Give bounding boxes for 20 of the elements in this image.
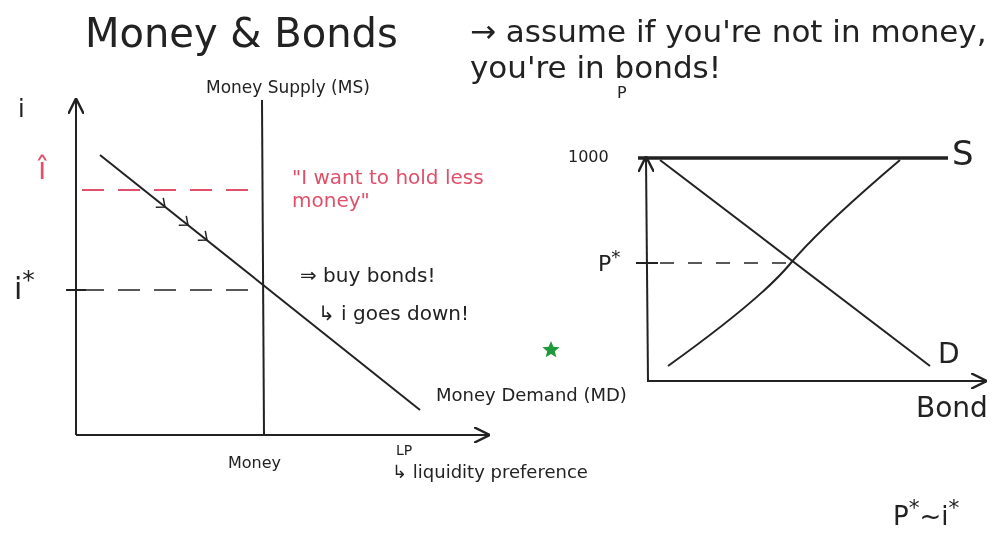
curve-label: Money Supply (MS) (206, 78, 370, 98)
note: "I want to hold less money" (292, 166, 485, 212)
rate-label: i$^{*}$ (14, 266, 35, 307)
curve-label: S (952, 134, 974, 174)
formula: P$^{*}$~i$^{*}$ (893, 496, 960, 532)
tick-label: 1000 (568, 148, 609, 167)
tick-label: P$^{*}$ (598, 246, 621, 277)
rate-label: î (38, 152, 47, 187)
note: ⇒ buy bonds! (300, 264, 436, 287)
curve-label: Money Demand (MD) (436, 385, 627, 406)
note: → assume if you're not in money, you're in bonds! (470, 14, 988, 86)
axis-label: LP (396, 442, 413, 459)
note: ↳ liquidity preference (392, 462, 588, 483)
curve-label: D (938, 338, 960, 371)
note: ↳ i goes down! (318, 302, 470, 325)
axis-label: P (617, 84, 627, 103)
axis-label: Bond (916, 392, 988, 425)
axis-label: Money (228, 454, 282, 473)
title: Money & Bonds (85, 10, 398, 56)
axis-label: i (18, 96, 25, 124)
